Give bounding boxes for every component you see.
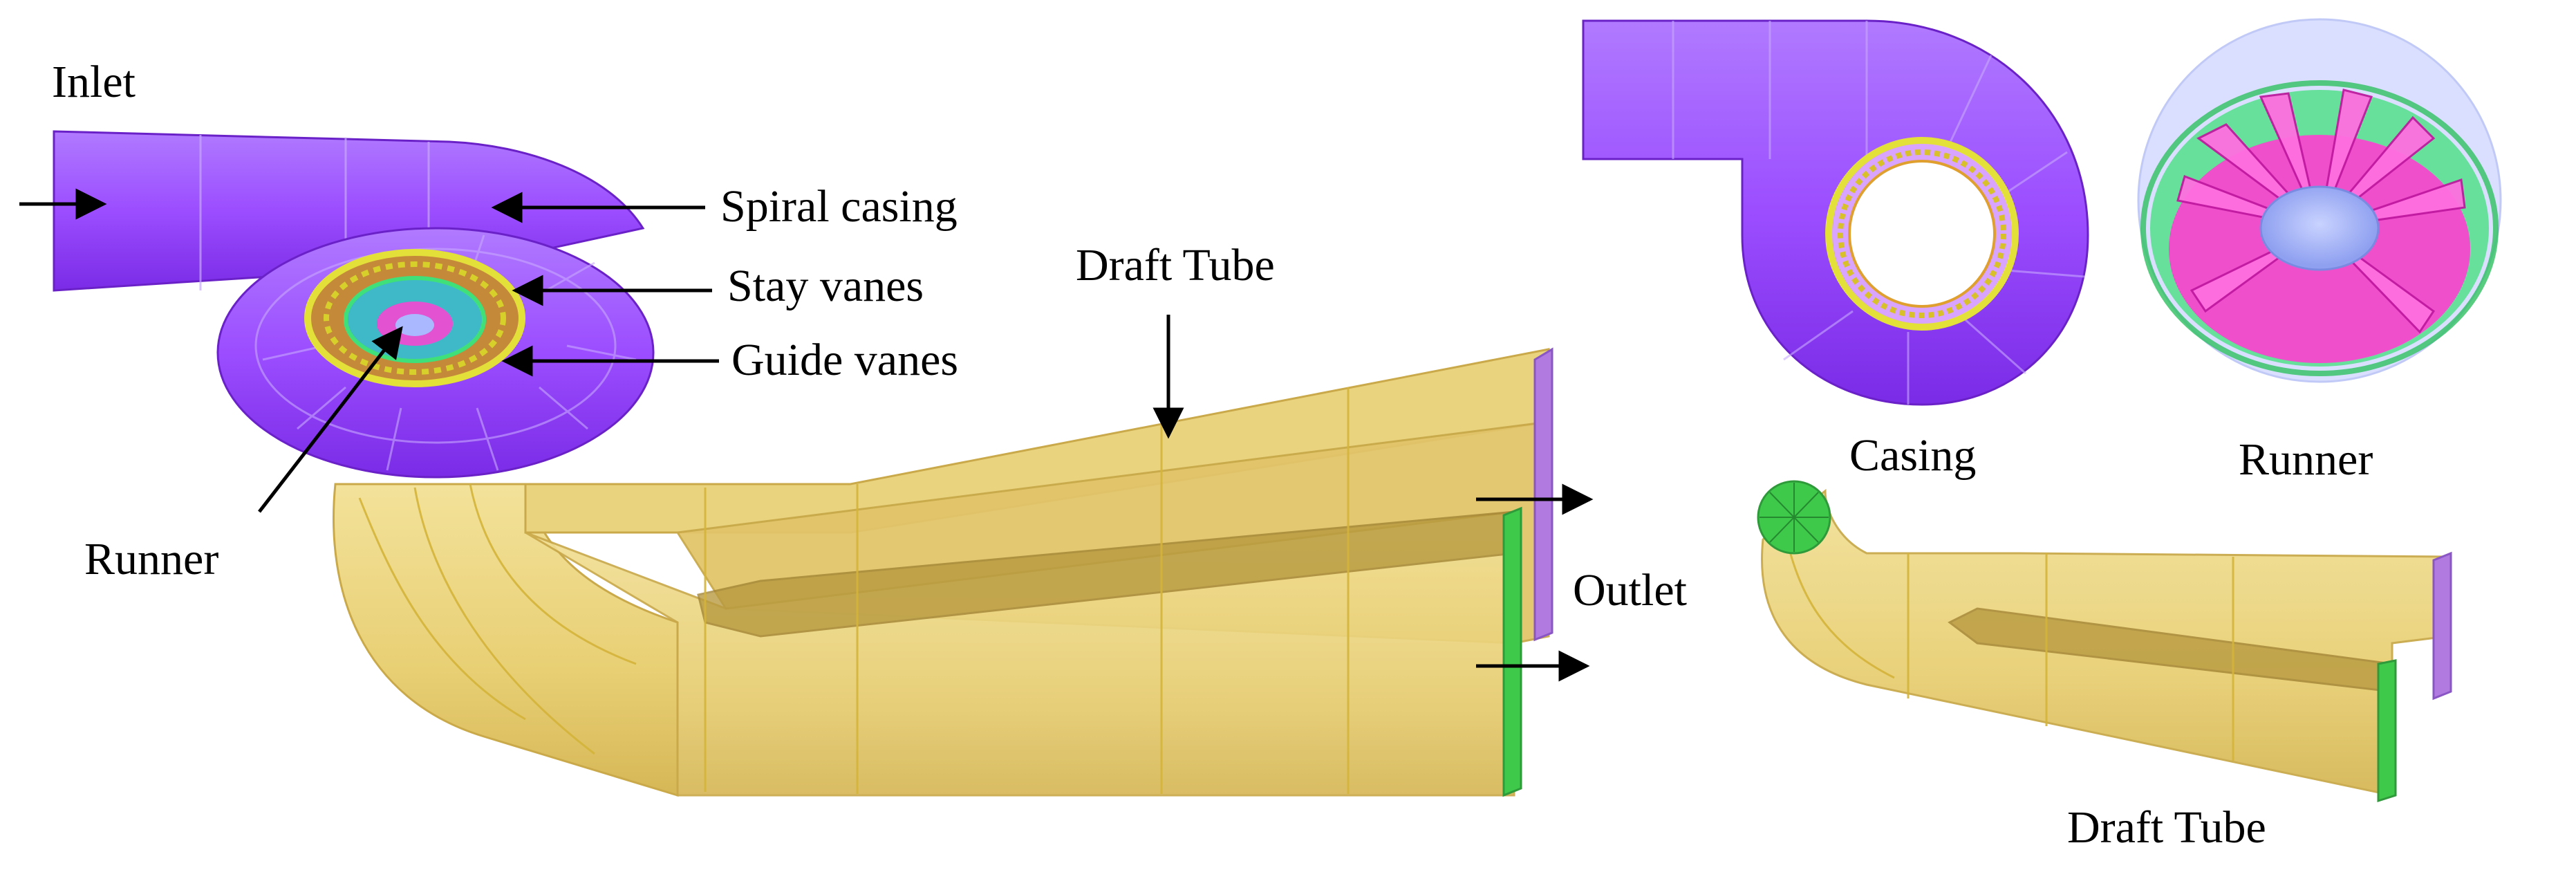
draft-tube-view-label: Draft Tube — [2067, 802, 2266, 853]
draft-tube-label: Draft Tube — [1076, 240, 1275, 290]
guide-vanes-ring — [324, 261, 506, 375]
outlet-face-upper — [1533, 347, 1553, 642]
draft-tube-view: Draft Tube — [1757, 480, 2452, 853]
guide-vanes-label: Guide vanes — [731, 335, 958, 385]
casing-view-label: Casing — [1849, 430, 1976, 481]
runner-view-label: Runner — [2239, 434, 2373, 485]
main-assembly: Inlet Spiral casing Stay vanes Guide van… — [19, 57, 1687, 797]
runner-view: Runner — [2137, 18, 2502, 485]
runner-hub — [2259, 185, 2380, 271]
outlet-label: Outlet — [1573, 565, 1687, 616]
outlet-face-lower — [1502, 506, 1522, 797]
runner-arrow — [258, 326, 403, 513]
spiral-casing-main — [53, 130, 655, 479]
annotations: Inlet Spiral casing Stay vanes Guide van… — [19, 57, 1687, 682]
casing-view: Casing — [1582, 19, 2089, 481]
stay-vanes-label: Stay vanes — [727, 261, 924, 311]
inlet-label: Inlet — [52, 57, 136, 107]
runner-label: Runner — [84, 534, 218, 584]
draft-tube-main — [333, 347, 1553, 797]
spiral-casing-label: Spiral casing — [720, 181, 958, 232]
